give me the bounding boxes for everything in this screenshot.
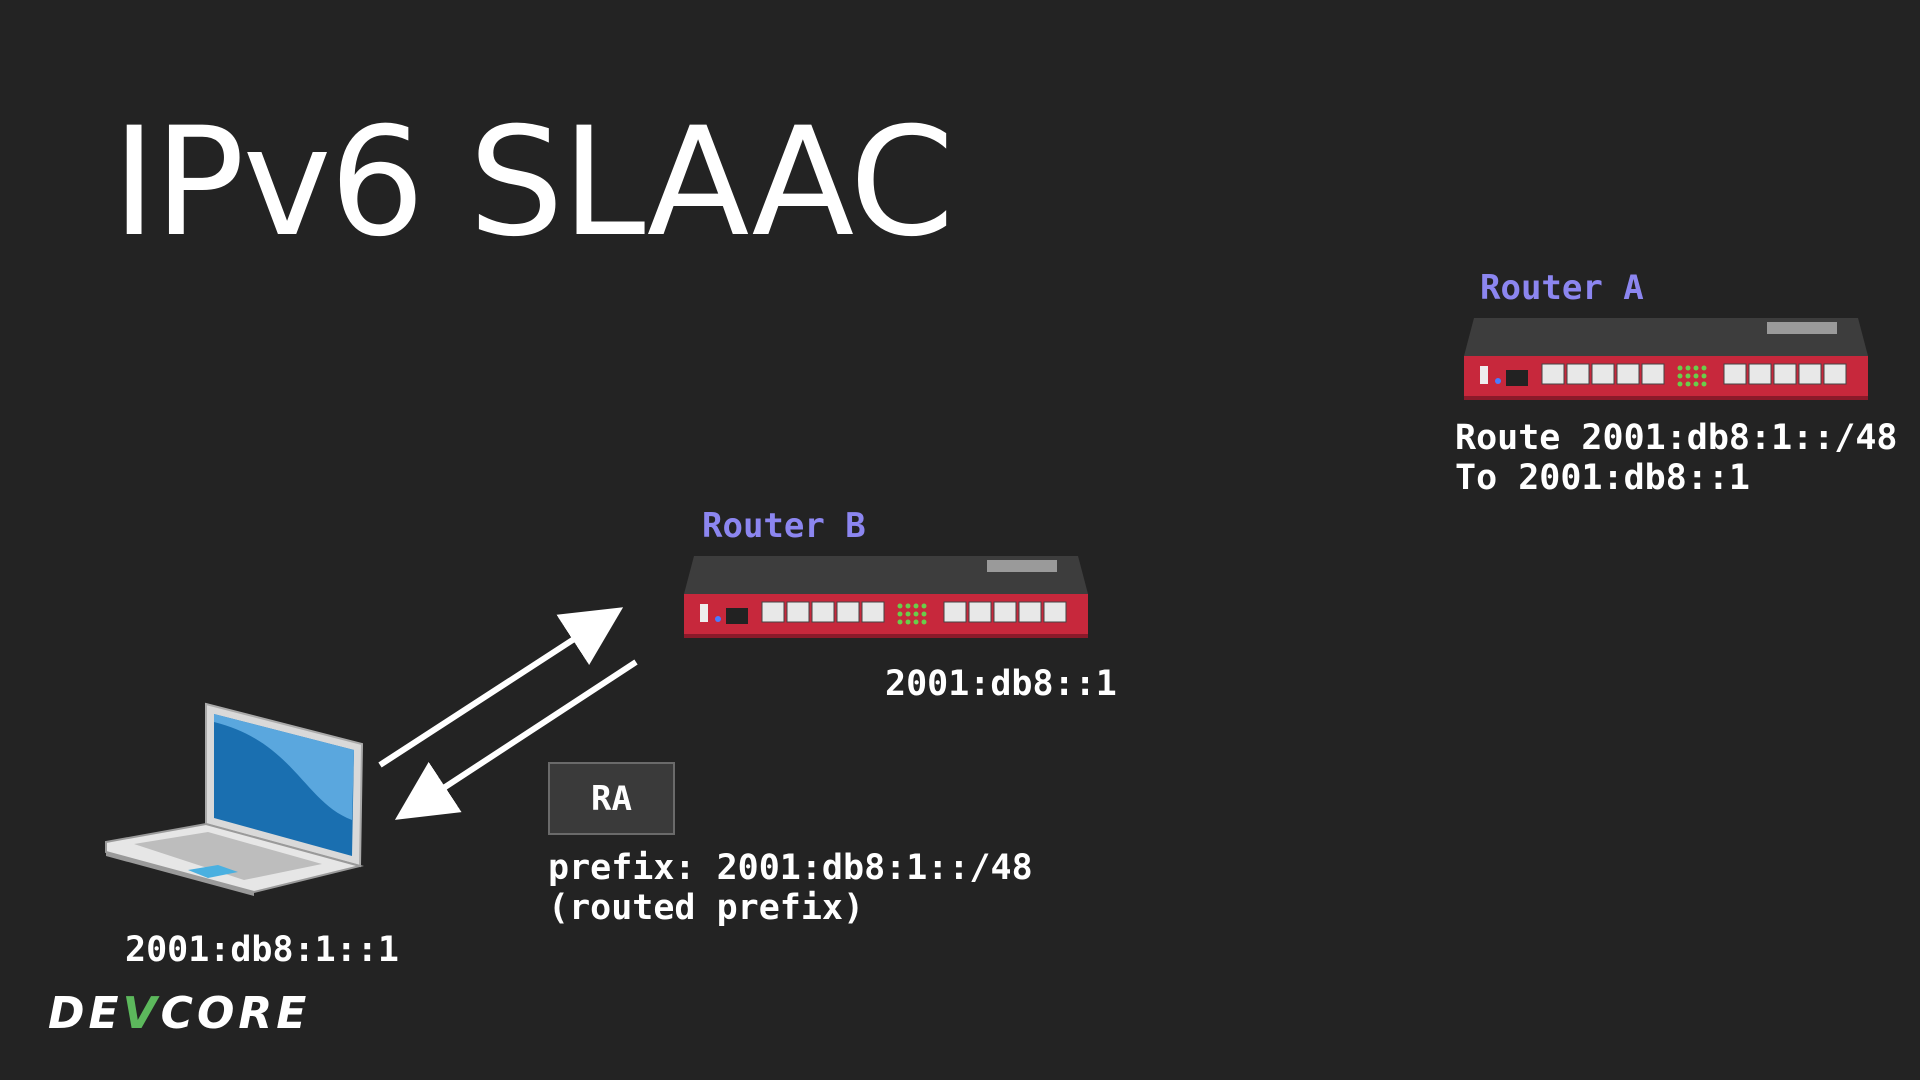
ra-arrow: [394, 659, 638, 820]
router-a-route-text: Route 2001:db8:1::/48 To 2001:db8::1: [1455, 418, 1898, 498]
devcore-logo: DEVCORE: [48, 988, 310, 1048]
logo-text-part1: DE: [48, 988, 123, 1039]
ra-prefix-line-1: prefix: 2001:db8:1::/48: [548, 848, 1033, 888]
slide-title: IPv6 SLAAC: [112, 96, 954, 270]
router-a-icon: [1464, 318, 1868, 400]
router-b-icon: [684, 556, 1088, 638]
laptop-icon: [105, 702, 364, 896]
router-b-label: Router B: [702, 506, 866, 546]
logo-accent: V: [122, 988, 161, 1039]
ra-prefix-text: prefix: 2001:db8:1::/48 (routed prefix): [548, 848, 1033, 928]
ra-prefix-line-2: (routed prefix): [548, 888, 865, 928]
router-a-label: Router A: [1480, 268, 1644, 308]
route-line-2: To 2001:db8::1: [1455, 458, 1751, 498]
router-b-address: 2001:db8::1: [885, 664, 1117, 704]
logo-text-part2: CORE: [160, 988, 311, 1039]
route-line-1: Route 2001:db8:1::/48: [1455, 418, 1898, 458]
client-address: 2001:db8:1::1: [125, 930, 399, 970]
ra-box: RA: [548, 762, 675, 835]
request-arrow: [378, 607, 624, 768]
